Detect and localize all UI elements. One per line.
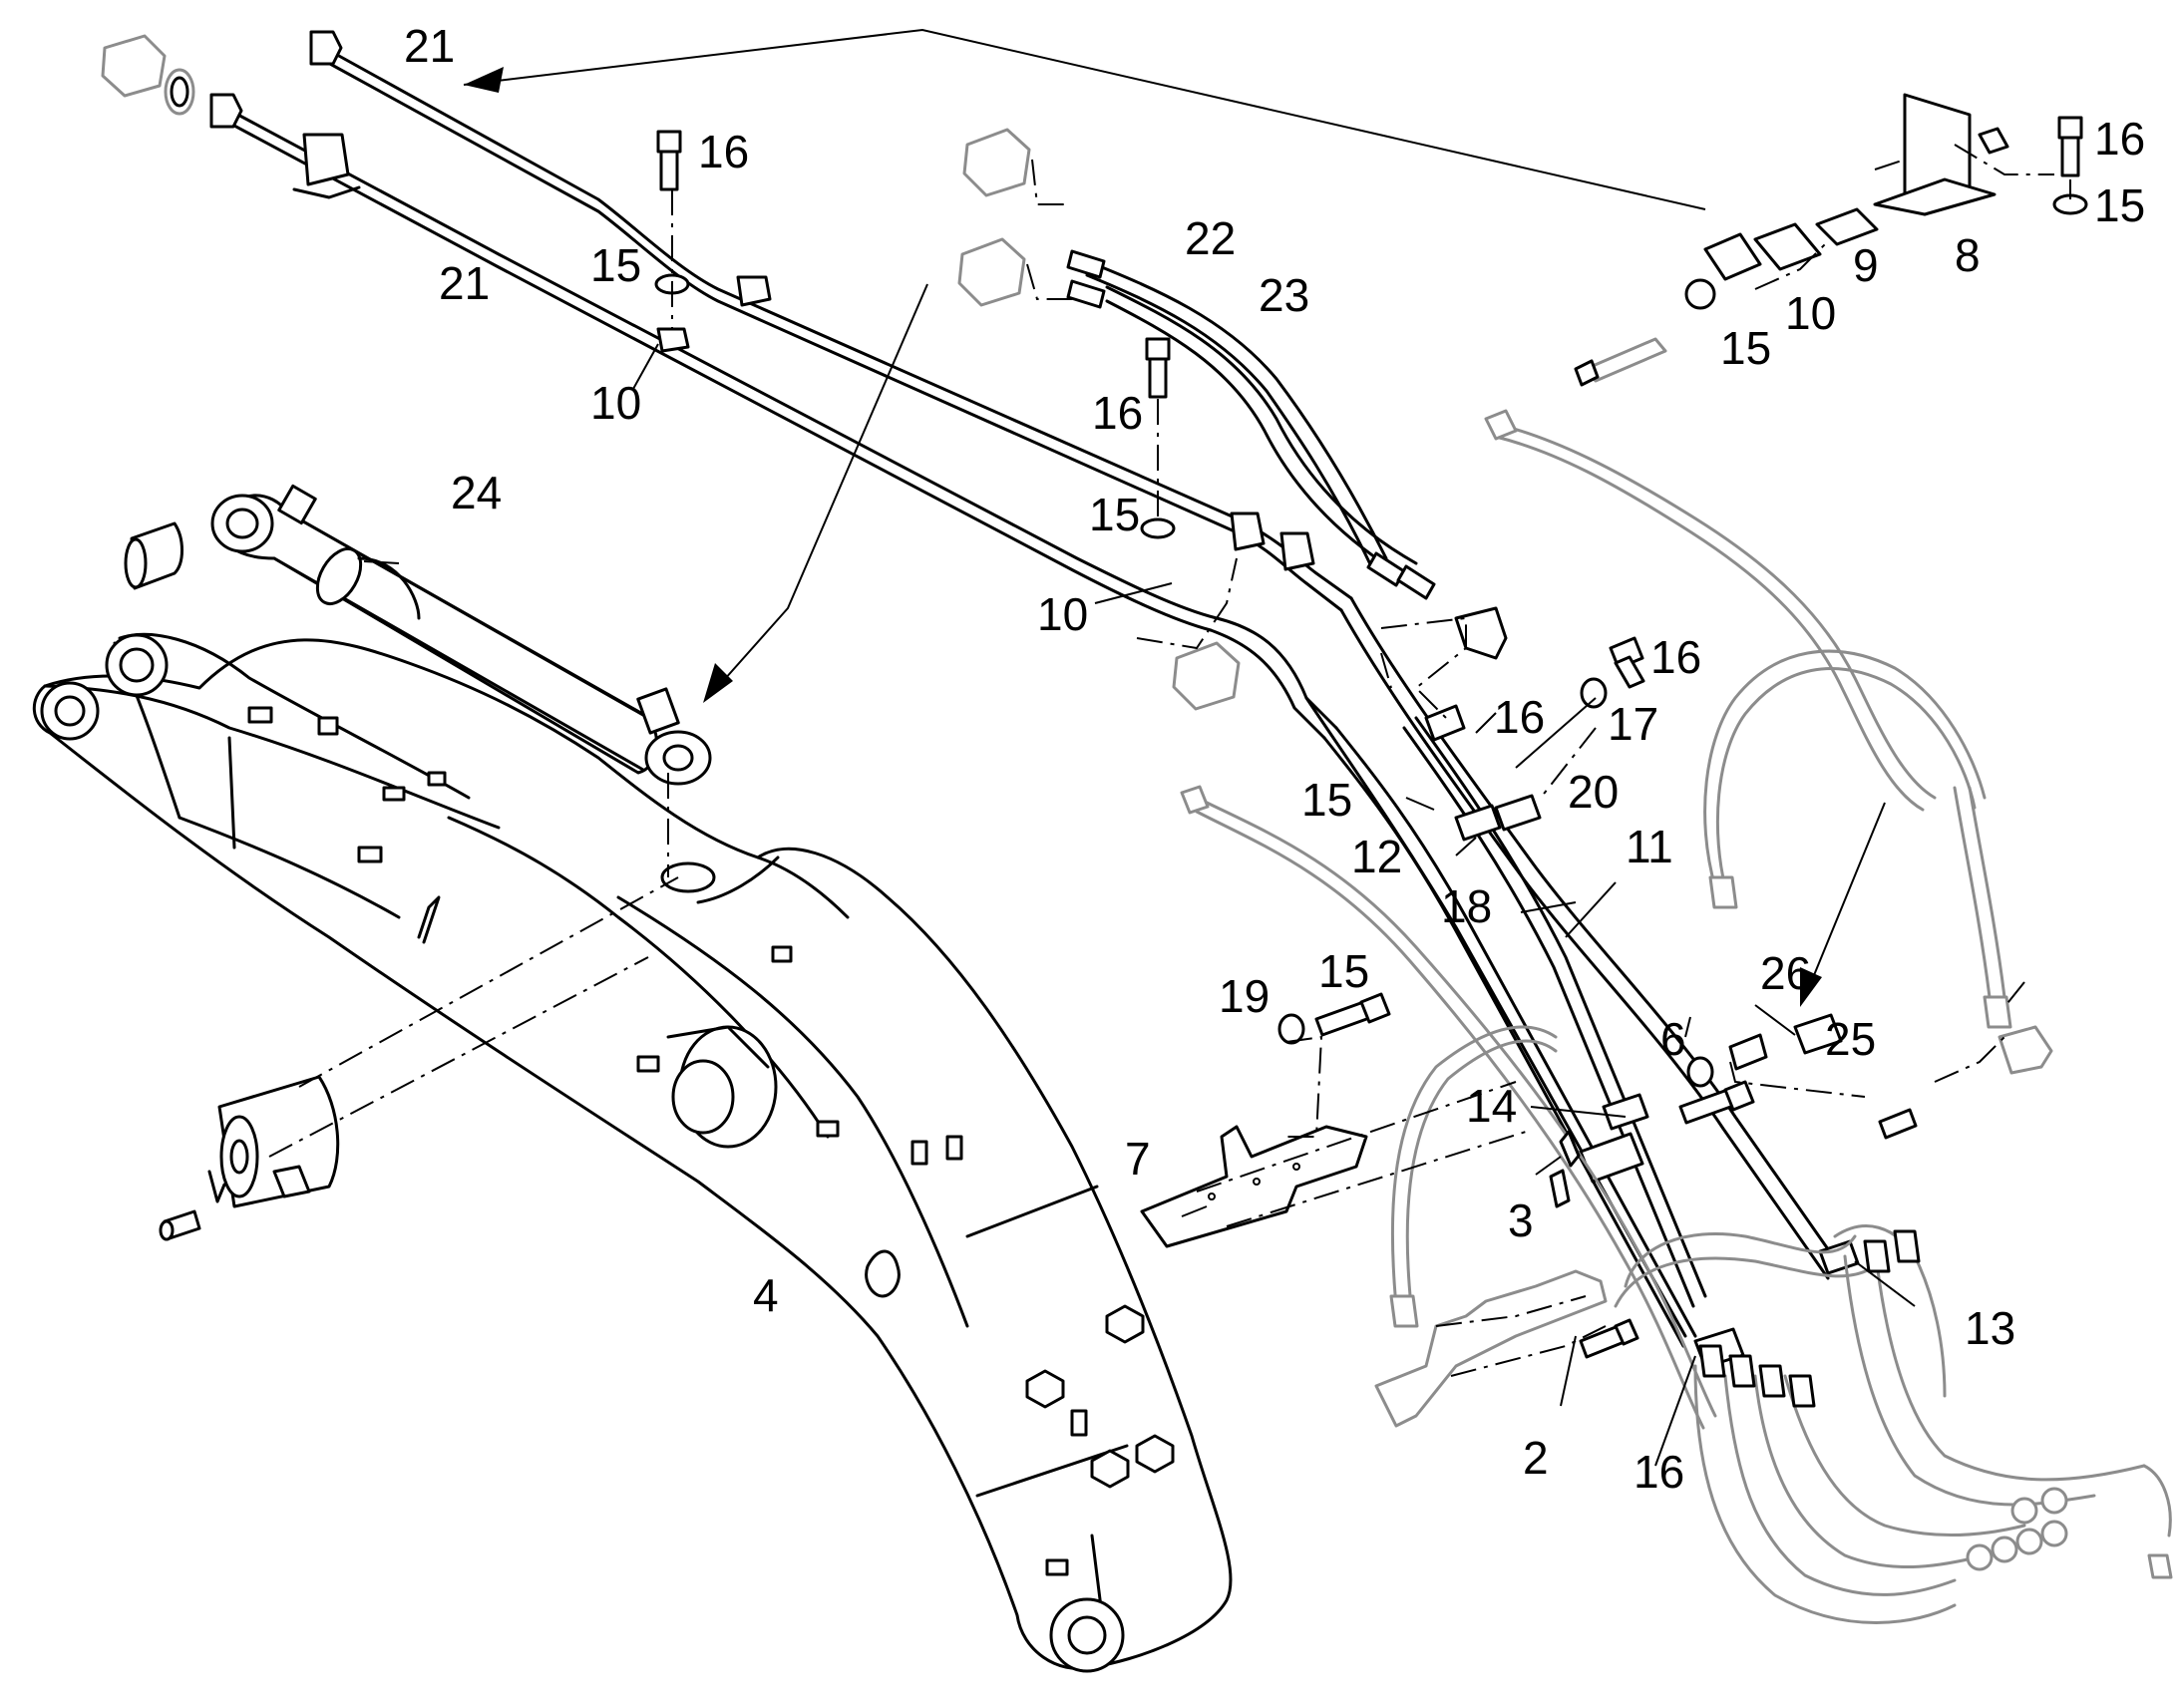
tubes-21 <box>209 30 1353 740</box>
callout-26: 15 <box>1318 945 1369 997</box>
callout-16-bottom: 2 <box>1523 1432 1549 1484</box>
callout-15-lower: 19 <box>1219 970 1270 1022</box>
pivot-pins <box>124 521 340 1241</box>
callout-14: 25 <box>1825 1013 1876 1065</box>
boom-assembly <box>32 632 1233 1673</box>
callout-15-right: 17 <box>1608 698 1658 750</box>
callout-22: 22 <box>1185 212 1236 264</box>
callout-20: 15 <box>1301 774 1352 826</box>
callout-17: 16 <box>1494 691 1545 743</box>
callout-16-middle: 16 <box>1092 387 1143 439</box>
callout-15-right-lower: 15 <box>1720 322 1771 374</box>
assembly-centerlines <box>268 144 2071 1377</box>
hoses-22-23 <box>1066 249 1508 660</box>
callout-16-top-left: 16 <box>698 126 749 177</box>
callout-16-right: 16 <box>1650 631 1701 683</box>
callout-10-top-right: 10 <box>1785 287 1836 339</box>
flexible-hoses <box>1140 409 2173 1624</box>
callout-4: 13 <box>1965 1302 2015 1354</box>
callout-7: 14 <box>1466 1080 1517 1132</box>
callout-6: 26 <box>1760 947 1811 999</box>
callout-10-top-left: 10 <box>590 377 641 429</box>
callout-10-middle: 10 <box>1037 588 1088 640</box>
callout-16-top-right: 16 <box>2094 113 2145 165</box>
boom-cylinder-24 <box>210 484 712 786</box>
leader-lines <box>363 28 1916 1467</box>
callout-23: 23 <box>1259 269 1309 321</box>
callout-2: 4 <box>753 1269 779 1321</box>
callout-19: 18 <box>1441 880 1492 932</box>
callout-11: 12 <box>1351 831 1402 882</box>
callout-21-lower: 21 <box>439 257 490 309</box>
callout-8: 8 <box>1955 229 1981 281</box>
callout-21-top: 21 <box>404 20 455 72</box>
callout-3: 7 <box>1125 1133 1151 1185</box>
callout-18: 11 <box>1626 821 1673 872</box>
callout-15-top-right: 15 <box>2094 179 2145 231</box>
callout-12: 20 <box>1568 766 1619 818</box>
callout-25: 6 <box>1660 1013 1686 1065</box>
callout-5: 16 <box>1634 1446 1684 1498</box>
hardware-fittings <box>101 34 2088 1408</box>
callout-labels: 21 21 16 15 10 22 23 16 15 16 15 10 9 8 … <box>404 20 2145 1498</box>
callout-15-top-left: 15 <box>590 239 641 291</box>
callout-24: 24 <box>451 467 502 518</box>
callout-9: 9 <box>1853 239 1879 291</box>
callout-15-middle: 15 <box>1089 489 1140 540</box>
callout-13: 3 <box>1508 1195 1534 1246</box>
